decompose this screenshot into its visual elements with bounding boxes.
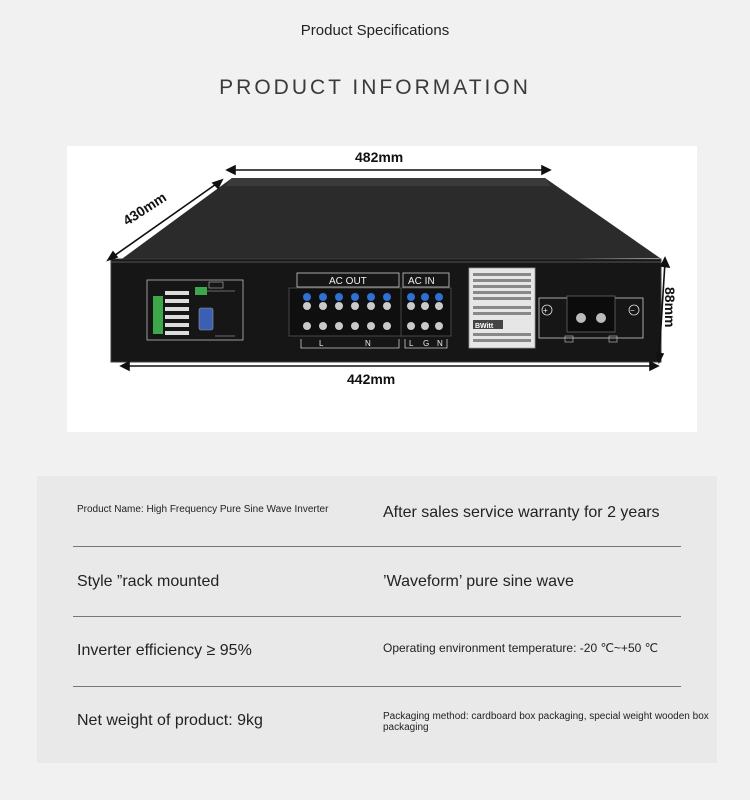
spec-waveform: ’Waveform’ pure sine wave <box>383 573 574 590</box>
spec-warranty: After sales service warranty for 2 years <box>383 504 660 521</box>
spec-temperature: Operating environment temperature: -20 ℃… <box>383 641 659 655</box>
control-board <box>146 279 244 341</box>
ac-out-label: AC OUT <box>329 276 367 287</box>
ac-in-l-label: L <box>409 339 414 348</box>
divider <box>73 686 681 687</box>
dc-minus-label: − <box>630 306 635 315</box>
product-photo: 482mm 430mm 88mm 442mm AC OUT <box>67 146 697 432</box>
divider <box>73 616 681 617</box>
ac-in-terminal: AC IN L G N <box>400 272 452 349</box>
dc-plus-label: + <box>543 306 548 315</box>
spec-efficiency: Inverter efficiency ≥ 95% <box>77 642 252 659</box>
dc-terminal: + − <box>538 295 644 343</box>
brand-label: BWitt <box>475 323 494 330</box>
dimension-width-label: 482mm <box>355 149 403 165</box>
divider <box>73 546 681 547</box>
spec-net-weight: Net weight of product: 9kg <box>77 712 263 729</box>
specifications-panel: Product Name: High Frequency Pure Sine W… <box>37 476 717 763</box>
ac-out-terminal: AC OUT L N <box>288 272 406 349</box>
spec-row: Net weight of product: 9kg Packaging met… <box>37 686 717 755</box>
spec-product-name: Product Name: High Frequency Pure Sine W… <box>77 504 329 515</box>
dimension-height-label: 88mm <box>662 287 678 327</box>
ac-in-g-label: G <box>423 339 429 348</box>
spec-row: Product Name: High Frequency Pure Sine W… <box>37 476 717 545</box>
ac-out-l-label: L <box>319 339 324 348</box>
dimension-front-width-label: 442mm <box>347 371 395 387</box>
product-information-heading: PRODUCT INFORMATION <box>219 76 531 99</box>
product-specifications-title: Product Specifications <box>300 22 450 39</box>
nameplate: BWitt <box>468 267 536 349</box>
ac-in-label: AC IN <box>408 276 435 287</box>
spec-packaging: Packaging method: cardboard box packagin… <box>383 711 709 733</box>
spec-row: Style ”rack mounted ’Waveform’ pure sine… <box>37 546 717 615</box>
ac-in-n-label: N <box>437 339 443 348</box>
spec-style: Style ”rack mounted <box>77 573 220 590</box>
spec-row: Inverter efficiency ≥ 95% Operating envi… <box>37 616 717 685</box>
ac-out-n-label: N <box>365 339 371 348</box>
